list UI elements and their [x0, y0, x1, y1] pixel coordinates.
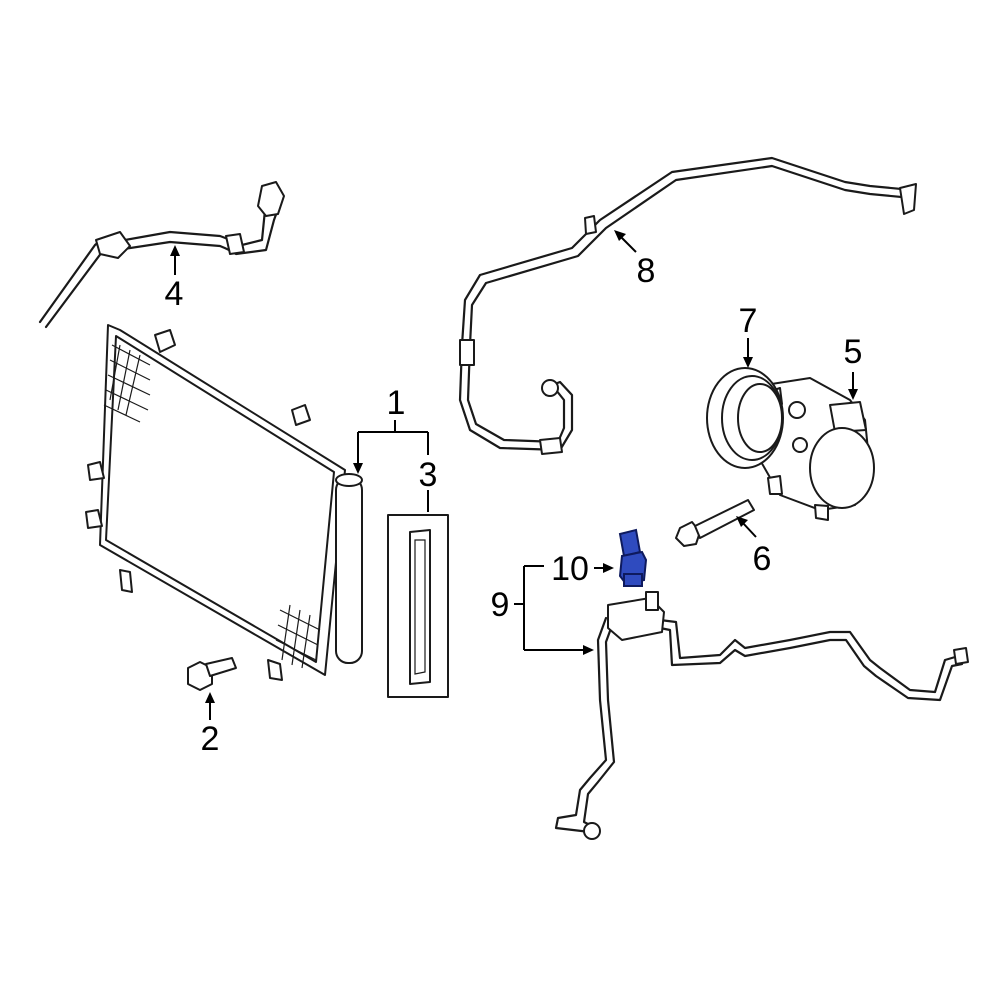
callout-9: 9: [491, 586, 510, 624]
liquid-line-part-9[interactable]: [554, 591, 969, 840]
desiccant-element-part-3[interactable]: [387, 514, 449, 698]
callout-3: 3: [419, 456, 438, 494]
condenser[interactable]: [85, 324, 346, 681]
receiver-dryer-part-1[interactable]: [335, 473, 363, 664]
compressor-part-5[interactable]: [754, 377, 875, 521]
bolt-part-2[interactable]: [187, 657, 237, 691]
callout-8: 8: [637, 252, 656, 290]
pressure-switch-part-10[interactable]: [618, 528, 648, 587]
hose-part-8[interactable]: [458, 156, 917, 455]
hose-part-4[interactable]: [38, 181, 285, 329]
callout-5: 5: [844, 333, 863, 371]
callout-1: 1: [387, 384, 406, 422]
callout-leaders: [170, 230, 858, 720]
bolt-part-6[interactable]: [675, 499, 755, 547]
callout-10: 10: [551, 550, 589, 588]
callout-4: 4: [165, 275, 184, 313]
callout-2: 2: [201, 720, 220, 758]
callout-7: 7: [739, 302, 758, 340]
clutch-pulley-part-7[interactable]: [706, 367, 784, 469]
callout-6: 6: [753, 540, 772, 578]
